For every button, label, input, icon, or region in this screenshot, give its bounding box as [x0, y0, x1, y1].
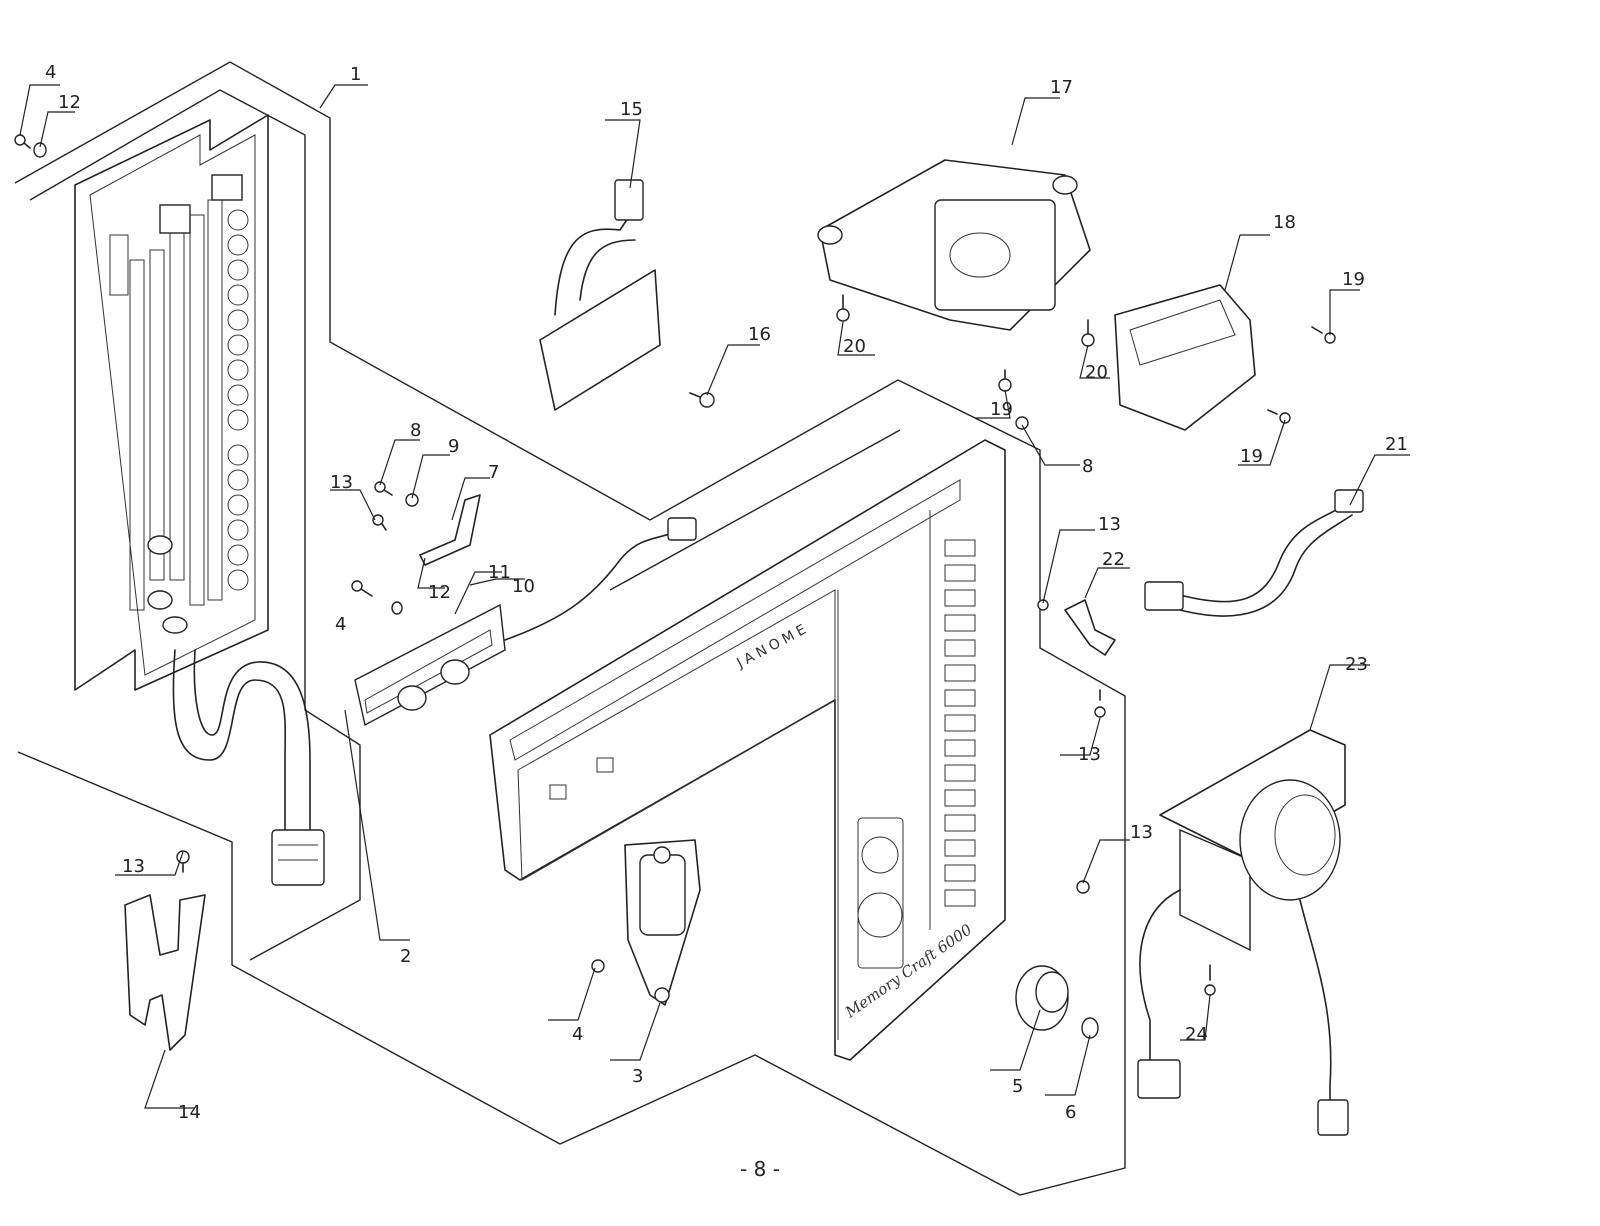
ribbon-cable	[172, 649, 325, 886]
callout-4: 4	[335, 614, 346, 635]
callout-20: 20	[843, 336, 866, 357]
small-bracket	[419, 494, 481, 566]
callout-2: 2	[400, 946, 411, 967]
sensor-unit	[1114, 284, 1256, 431]
board-components	[147, 174, 249, 634]
callout-19: 19	[1240, 446, 1263, 467]
callout-13: 13	[330, 472, 353, 493]
callout-3: 3	[632, 1066, 643, 1087]
screw-icon	[351, 580, 373, 597]
callout-19: 19	[990, 399, 1013, 420]
callout-24: 24	[1185, 1024, 1208, 1045]
selector-button-strip	[944, 539, 976, 907]
transformer	[1137, 729, 1349, 1136]
control-knob	[1015, 965, 1069, 1031]
callout-23: 23	[1345, 654, 1368, 675]
leader-lines	[19, 84, 1410, 1109]
callout-13: 13	[122, 856, 145, 877]
screw-icon	[1015, 416, 1029, 430]
screw-icon	[998, 369, 1012, 392]
screw-icon	[1094, 689, 1106, 718]
callout-7: 7	[488, 462, 499, 483]
callout-12: 12	[58, 92, 81, 113]
callout-20: 20	[1085, 362, 1108, 383]
wire-harness	[1144, 489, 1364, 617]
cable-clamp	[1064, 599, 1116, 656]
callout-8: 8	[1082, 456, 1093, 477]
switch-plate	[354, 517, 697, 727]
screw-icon	[1267, 409, 1291, 424]
callout-6: 6	[1065, 1102, 1076, 1123]
callout-16: 16	[748, 324, 771, 345]
callout-14: 14	[178, 1102, 201, 1123]
washer-icon	[33, 142, 47, 158]
screw-icon	[1204, 964, 1216, 996]
callout-4: 4	[45, 62, 56, 83]
screw-icon	[1311, 326, 1336, 344]
sub-board	[539, 179, 661, 411]
panel-brand: JANOME	[733, 620, 812, 672]
screw-icon	[689, 392, 715, 408]
screw-icon	[1076, 880, 1090, 894]
callout-4: 4	[572, 1024, 583, 1045]
callout-21: 21	[1385, 434, 1408, 455]
main-circuit-board	[74, 114, 269, 691]
screw-icon	[14, 134, 31, 149]
callout-17: 17	[1050, 77, 1073, 98]
control-panel-cover: JANOME Memory Craft 6000	[489, 439, 1006, 1061]
washer-icon	[391, 601, 403, 615]
callout-18: 18	[1273, 212, 1296, 233]
callout-1: 1	[350, 64, 361, 85]
screw-icon	[836, 294, 850, 322]
callout-15: 15	[620, 99, 643, 120]
callout-13: 13	[1098, 514, 1121, 535]
dial-window	[857, 817, 904, 969]
callout-22: 22	[1102, 549, 1125, 570]
stepper-motor	[817, 159, 1091, 331]
mounting-bracket	[124, 894, 206, 1051]
switch-cover	[624, 839, 701, 1006]
part-callouts: 4 12 1 2 3 4 4 5 6 7 8 8 9 10 11 12 13 1…	[45, 62, 1408, 1123]
screw-icon	[1037, 599, 1049, 611]
knob-cap	[1081, 1017, 1099, 1039]
screw-icon	[176, 850, 190, 873]
callout-8: 8	[410, 420, 421, 441]
callout-11: 11	[488, 562, 511, 583]
callout-13: 13	[1078, 744, 1101, 765]
callout-5: 5	[1012, 1076, 1023, 1097]
screw-icon	[372, 514, 387, 531]
callout-13: 13	[1130, 822, 1153, 843]
screw-icon	[1081, 319, 1095, 347]
washer-icon	[405, 493, 419, 507]
page-number: - 8 -	[740, 1157, 780, 1181]
callout-9: 9	[448, 436, 459, 457]
callout-19: 19	[1342, 269, 1365, 290]
callout-10: 10	[512, 576, 535, 597]
callout-12: 12	[428, 582, 451, 603]
screw-icon	[374, 481, 393, 496]
